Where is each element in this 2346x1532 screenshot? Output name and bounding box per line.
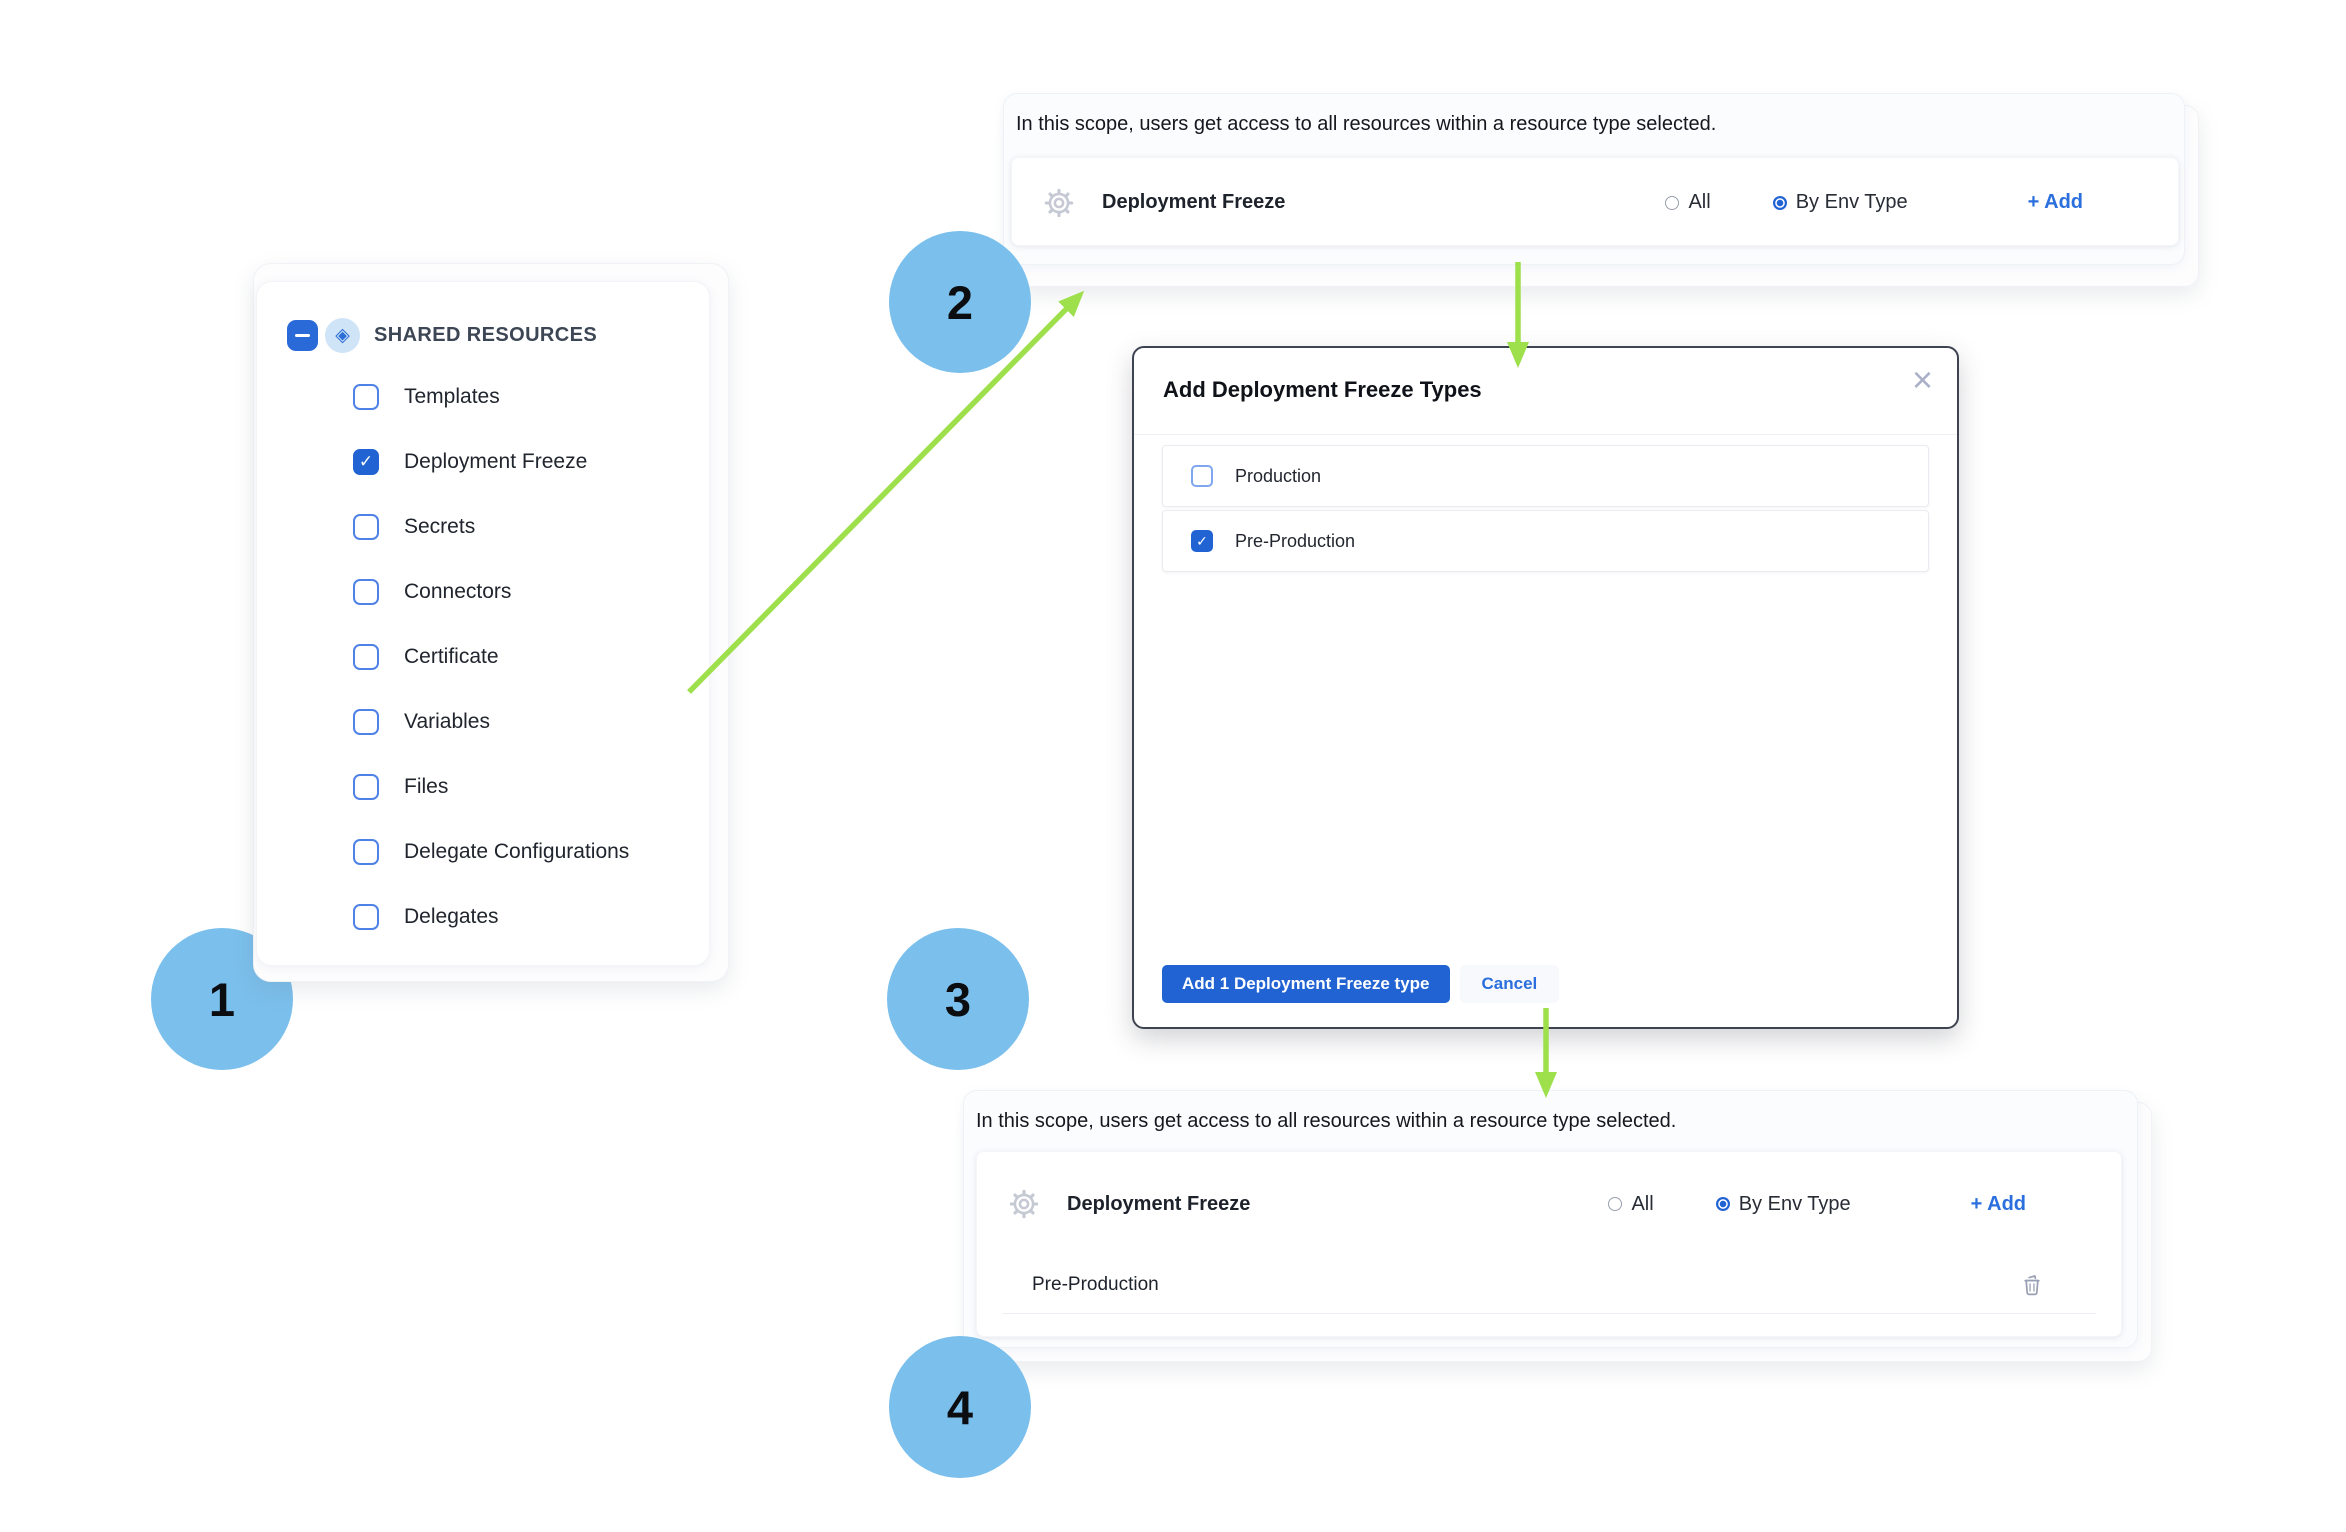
gear-icon: [1009, 1189, 1039, 1219]
selected-type-label: Pre-Production: [1032, 1273, 1159, 1295]
checkbox-checked[interactable]: ✓: [1191, 530, 1213, 552]
deployment-freeze-row: Deployment Freeze All By Env Type + Add: [1012, 158, 2178, 247]
list-item-templates: Templates: [257, 364, 709, 429]
list-item-delegate-configurations: Delegate Configurations: [257, 819, 709, 884]
checkbox-label: Files: [404, 774, 449, 798]
list-item-deployment-freeze: ✓ Deployment Freeze: [257, 429, 709, 494]
checkbox-unchecked[interactable]: [353, 708, 379, 735]
step-number: 2: [946, 275, 974, 329]
checkbox-unchecked[interactable]: [353, 903, 379, 930]
checkbox-label: Delegate Configurations: [404, 839, 630, 863]
checkbox-unchecked[interactable]: [1191, 465, 1213, 487]
checkbox-unchecked[interactable]: [353, 383, 379, 410]
checkbox-unchecked[interactable]: [353, 838, 379, 865]
resource-type-card: Deployment Freeze All By Env Type + Add …: [976, 1151, 2122, 1337]
deployment-freeze-row: Deployment Freeze All By Env Type + Add: [977, 1152, 2121, 1256]
radio-all-label: All: [1631, 1192, 1654, 1215]
resource-type-label: Deployment Freeze: [1067, 1192, 1251, 1215]
list-item-certificate: Certificate: [257, 624, 709, 689]
resource-type-card: Deployment Freeze All By Env Type + Add: [1011, 157, 2179, 246]
freeze-type-options: Production ✓ Pre-Production: [1162, 445, 1929, 575]
diamond-glyph: ◈: [335, 325, 350, 346]
checkbox-label: Deployment Freeze: [404, 449, 588, 473]
checkbox-label: Templates: [404, 384, 500, 408]
checkbox-label: Delegates: [404, 904, 499, 928]
scope-description: In this scope, users get access to all r…: [1016, 113, 1717, 135]
radio-by-env-type-label: By Env Type: [1795, 191, 1908, 213]
radio-by-env-type-selected[interactable]: [1772, 195, 1787, 210]
list-item-files: Files: [257, 754, 709, 819]
gear-icon: [1044, 188, 1074, 217]
scope-panel-top: In this scope, users get access to all r…: [1003, 93, 2185, 265]
add-link[interactable]: + Add: [2027, 191, 2083, 213]
scope-description: In this scope, users get access to all r…: [976, 1110, 1677, 1132]
checkbox-unchecked[interactable]: [353, 773, 379, 800]
option-row-pre-production: ✓ Pre-Production: [1162, 510, 1929, 572]
submit-button[interactable]: Add 1 Deployment Freeze type: [1162, 965, 1450, 1003]
checkbox-unchecked[interactable]: [353, 513, 379, 540]
list-item-delegates: Delegates: [257, 884, 709, 949]
list-item-connectors: Connectors: [257, 559, 709, 624]
checkbox-label: Connectors: [404, 579, 512, 603]
collapse-button[interactable]: [287, 320, 318, 351]
modal-footer: Add 1 Deployment Freeze type Cancel: [1162, 965, 1560, 1003]
step-number: 1: [208, 972, 236, 1026]
cancel-button[interactable]: Cancel: [1459, 965, 1560, 1003]
delete-button[interactable]: [2018, 1271, 2046, 1299]
check-icon: ✓: [1196, 533, 1208, 549]
check-icon: ✓: [358, 452, 374, 471]
radio-all[interactable]: [1665, 195, 1680, 210]
checkbox-label: Certificate: [404, 644, 499, 668]
shared-resources-panel: ◈ SHARED RESOURCES Templates ✓ Deploymen…: [256, 281, 710, 966]
selected-type-row: Pre-Production: [1002, 1256, 2096, 1314]
add-link[interactable]: + Add: [1970, 1192, 2026, 1215]
list-item-secrets: Secrets: [257, 494, 709, 559]
checkbox-label: Variables: [404, 709, 490, 733]
step-number: 3: [944, 972, 972, 1026]
shared-resources-header: ◈ SHARED RESOURCES: [287, 318, 597, 353]
checkbox-checked[interactable]: ✓: [353, 448, 379, 475]
checkbox-label: Secrets: [404, 514, 476, 538]
radio-all[interactable]: [1608, 1197, 1623, 1211]
arrow-step1-to-step2: [687, 290, 1085, 694]
radio-by-env-type-selected[interactable]: [1715, 1197, 1730, 1211]
panel-title: SHARED RESOURCES: [374, 324, 598, 346]
modal-header-divider: [1134, 434, 1957, 435]
option-label: Production: [1235, 465, 1322, 486]
radio-by-env-type-label: By Env Type: [1738, 1192, 1851, 1215]
minus-icon: [295, 334, 310, 337]
add-deployment-freeze-types-modal: Add Deployment Freeze Types × Production…: [1132, 346, 1959, 1029]
resource-type-label: Deployment Freeze: [1102, 191, 1286, 213]
option-label: Pre-Production: [1235, 530, 1356, 551]
checkbox-unchecked[interactable]: [353, 578, 379, 605]
option-row-production: Production: [1162, 445, 1929, 507]
radio-all-label: All: [1688, 191, 1711, 213]
modal-title: Add Deployment Freeze Types: [1163, 377, 1482, 402]
list-item-variables: Variables: [257, 689, 709, 754]
step-badge-4: 4: [889, 1336, 1031, 1478]
scope-panel-bottom: In this scope, users get access to all r…: [963, 1090, 2138, 1348]
step-number: 4: [946, 1380, 974, 1434]
checkbox-unchecked[interactable]: [353, 643, 379, 670]
trash-icon: [2024, 1274, 2040, 1295]
resource-type-list: Templates ✓ Deployment Freeze Secrets Co…: [257, 364, 709, 949]
close-icon[interactable]: ×: [1911, 359, 1933, 400]
step-badge-2: 2: [889, 231, 1031, 373]
step-badge-3: 3: [887, 928, 1029, 1070]
shared-resources-icon: ◈: [325, 318, 360, 353]
